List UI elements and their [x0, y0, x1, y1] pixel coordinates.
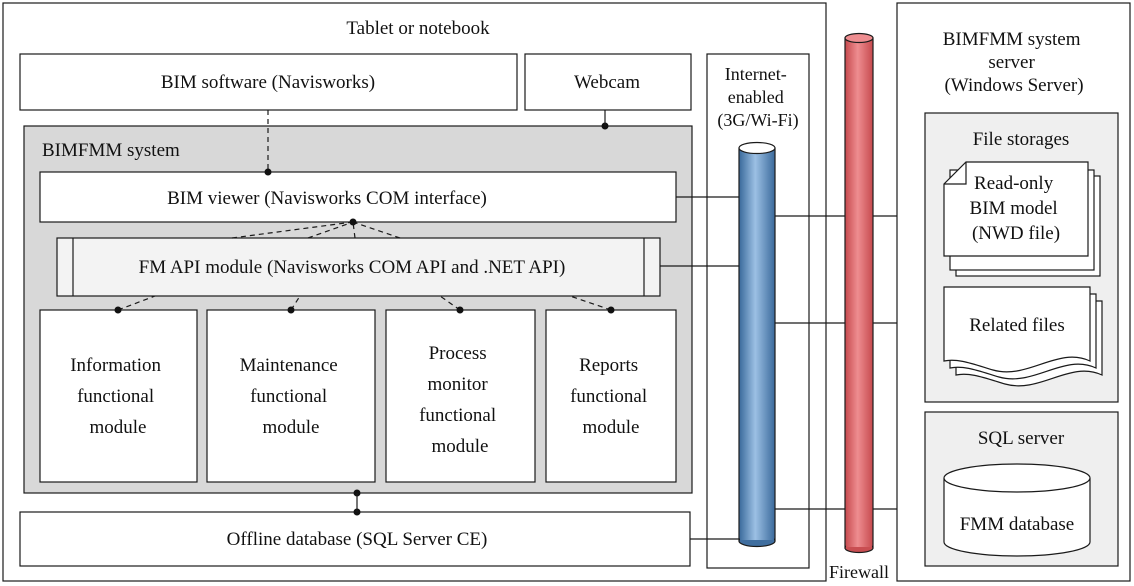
connector-info-api: [117, 295, 156, 311]
offline-database-box: [19, 511, 691, 567]
related-files-label: Related files: [969, 315, 1065, 336]
client-title: Tablet or notebook: [346, 18, 490, 39]
dot-viewer-api: [349, 218, 357, 226]
dot-process: [456, 306, 464, 314]
connector-api-viewer-1: [231, 221, 354, 239]
offline-database-label: Offline database (SQL Server CE): [227, 529, 488, 550]
webcam-box: [524, 53, 692, 111]
related-files-icon: [943, 286, 1103, 387]
connector-api-viewer-2: [307, 221, 354, 239]
database-cylinder-icon: [943, 463, 1091, 557]
sql-server-label: SQL server: [978, 428, 1065, 449]
module-information-label: Information functional module: [70, 355, 166, 438]
module-reports-label: Reports functional module: [570, 355, 652, 438]
file-storages-label: File storages: [973, 129, 1070, 150]
bim-viewer-label: BIM viewer (Navisworks COM interface): [167, 188, 487, 209]
module-maintenance: [206, 309, 376, 483]
fmm-database-label: FMM database: [960, 514, 1075, 535]
nwd-file-label: Read-only BIM model (NWD file): [970, 173, 1063, 244]
fm-api-module-box: [56, 237, 661, 297]
module-maintenance-label: Maintenance functional module: [240, 355, 343, 438]
dot-info: [114, 306, 122, 314]
fm-api-module-label: FM API module (Navisworks COM API and .N…: [139, 257, 566, 278]
dot-viewer-top: [264, 168, 272, 176]
connector-process-api: [439, 295, 461, 311]
server-title: BIMFMM system server (Windows Server): [943, 29, 1086, 96]
bim-viewer-box: [39, 171, 677, 223]
bim-software-box: [19, 53, 518, 111]
document-stack-icon: [943, 161, 1101, 277]
dot-reports: [607, 306, 615, 314]
module-information: [39, 309, 198, 483]
firewall-cylinder-icon: [844, 32, 874, 554]
dependency-connectors: [117, 110, 612, 311]
bim-software-label: BIM software (Navisworks): [161, 72, 375, 93]
network-label: Internet- enabled (3G/Wi-Fi): [717, 64, 798, 131]
module-process-monitor-label: Process monitor functional module: [419, 343, 501, 457]
connector-reports-api: [569, 295, 612, 311]
bimfmm-system-label: BIMFMM system: [42, 140, 180, 161]
firewall-label: Firewall: [829, 562, 889, 582]
module-reports: [545, 309, 677, 483]
cylinder-pipe-icon: [738, 141, 776, 548]
dot-maint: [287, 306, 295, 314]
webcam-label: Webcam: [574, 72, 640, 93]
